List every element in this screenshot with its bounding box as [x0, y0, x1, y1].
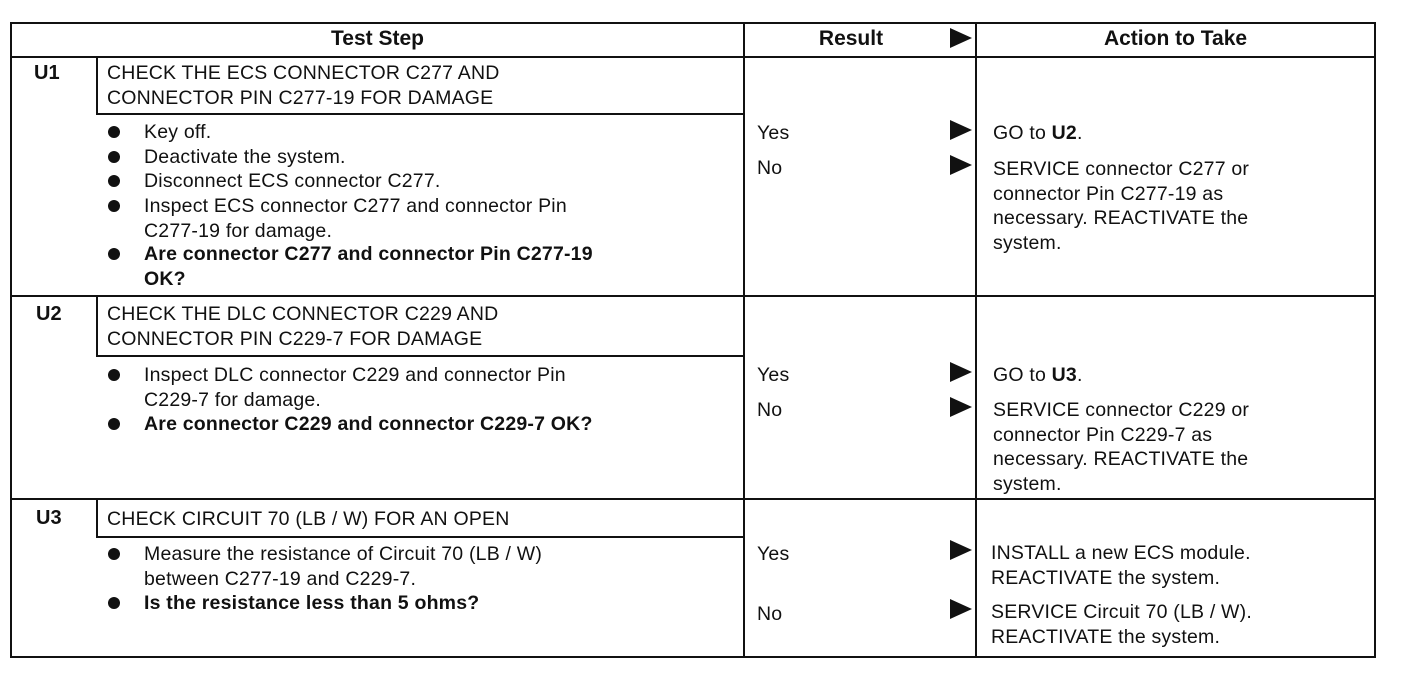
- u2-action-yes-suffix: .: [1076, 364, 1083, 386]
- bullet-icon: [108, 418, 120, 430]
- u1-action-no: SERVICE connector C277 or connector Pin …: [993, 157, 1249, 255]
- u3-action-no-line-2: REACTIVATE the system.: [991, 625, 1221, 648]
- step-id-u2: U2: [36, 303, 62, 325]
- header-test-step: Test Step: [331, 27, 424, 50]
- u2-action-no-line-2: connector Pin C229-7 as: [993, 423, 1213, 446]
- u3-result-yes: Yes: [757, 543, 790, 565]
- table-bottom-border: [10, 656, 1376, 658]
- u3-action-yes-line-1: INSTALL a new ECS module.: [991, 542, 1251, 564]
- u2-action-no-line-1: SERVICE connector C229 or: [993, 399, 1250, 421]
- u1-action-yes: GO to U2.: [993, 121, 1083, 146]
- u2-bullet-1-line-2: C229-7 for damage.: [144, 388, 322, 411]
- u3-title-underline: [96, 536, 744, 538]
- u2-result-yes: Yes: [757, 364, 790, 386]
- u3-action-no-line-1: SERVICE Circuit 70 (LB / W).: [991, 601, 1252, 623]
- u1-title: CHECK THE ECS CONNECTOR C277 AND CONNECT…: [107, 61, 500, 110]
- result-arrow-icon: [950, 362, 972, 382]
- u2-action-no-line-3: necessary. REACTIVATE the: [993, 448, 1249, 470]
- u3-id-divider: [96, 498, 98, 538]
- u1-bullet-1: Key off.: [144, 121, 212, 143]
- action-column-divider: [975, 22, 977, 658]
- u3-question: Is the resistance less than 5 ohms?: [144, 592, 480, 614]
- header-arrow-icon: [950, 28, 972, 48]
- u2-question: Are connector C229 and connector C229-7 …: [144, 413, 593, 435]
- u1-action-no-line-2: connector Pin C277-19 as: [993, 182, 1224, 205]
- u2-title: CHECK THE DLC CONNECTOR C229 AND CONNECT…: [107, 302, 498, 351]
- u3-action-yes: INSTALL a new ECS module. REACTIVATE the…: [991, 541, 1251, 590]
- u1-action-yes-prefix: GO to: [993, 122, 1052, 144]
- u2-action-yes-target: U3: [1051, 364, 1077, 386]
- bullet-icon: [108, 175, 120, 187]
- u1-bullet-4-line-2: C277-19 for damage.: [144, 219, 333, 242]
- u1-bullet-4: Inspect ECS connector C277 and connector…: [144, 194, 567, 243]
- u3-bullet-1-line-2: between C277-19 and C229-7.: [144, 567, 417, 590]
- u2-result-no: No: [757, 399, 783, 421]
- u1-question-line-2: OK?: [144, 267, 186, 290]
- result-arrow-icon: [950, 540, 972, 560]
- table-top-border: [10, 22, 1376, 24]
- u2-bullet-1: Inspect DLC connector C229 and connector…: [144, 363, 566, 412]
- u1-bullet-3: Disconnect ECS connector C277.: [144, 170, 441, 192]
- u2-action-no: SERVICE connector C229 or connector Pin …: [993, 398, 1249, 496]
- u3-title: CHECK CIRCUIT 70 (LB / W) FOR AN OPEN: [107, 508, 510, 530]
- u1-action-yes-target: U2: [1051, 122, 1077, 144]
- row-u2-bottom-border: [10, 498, 1376, 500]
- u1-title-line-1: CHECK THE ECS CONNECTOR C277 AND: [107, 62, 500, 84]
- u1-title-underline: [96, 113, 744, 115]
- result-arrow-icon: [950, 397, 972, 417]
- u1-result-yes: Yes: [757, 122, 790, 144]
- step-id-u1: U1: [34, 62, 60, 84]
- bullet-icon: [108, 369, 120, 381]
- table-right-border: [1374, 22, 1376, 658]
- u2-title-underline: [96, 355, 744, 357]
- bullet-icon: [108, 200, 120, 212]
- u3-bullet-1-line-1: Measure the resistance of Circuit 70 (LB…: [144, 543, 543, 565]
- u2-title-line-1: CHECK THE DLC CONNECTOR C229 AND: [107, 303, 499, 325]
- u1-id-divider: [96, 56, 98, 115]
- u1-action-no-line-3: necessary. REACTIVATE the: [993, 207, 1249, 229]
- u2-bullet-1-line-1: Inspect DLC connector C229 and connector…: [144, 364, 566, 386]
- u1-bullet-2: Deactivate the system.: [144, 146, 346, 168]
- header-result: Result: [818, 27, 884, 50]
- u1-action-no-line-1: SERVICE connector C277 or: [993, 158, 1250, 180]
- u2-action-yes-prefix: GO to: [993, 364, 1052, 386]
- bullet-icon: [108, 126, 120, 138]
- step-id-u3: U3: [36, 507, 62, 529]
- u2-id-divider: [96, 295, 98, 357]
- u1-question: Are connector C277 and connector Pin C27…: [144, 242, 593, 291]
- row-u1-bottom-border: [10, 295, 1376, 297]
- bullet-icon: [108, 597, 120, 609]
- header-bottom-border: [10, 56, 1376, 58]
- u2-action-yes: GO to U3.: [993, 363, 1083, 388]
- u1-title-line-2: CONNECTOR PIN C277-19 FOR DAMAGE: [107, 86, 494, 109]
- table-left-border: [10, 22, 12, 658]
- u2-title-line-2: CONNECTOR PIN C229-7 FOR DAMAGE: [107, 327, 483, 350]
- u3-result-no: No: [757, 603, 783, 625]
- result-arrow-icon: [950, 155, 972, 175]
- u1-result-no: No: [757, 157, 783, 179]
- result-arrow-icon: [950, 599, 972, 619]
- u3-bullet-1: Measure the resistance of Circuit 70 (LB…: [144, 542, 542, 591]
- u1-question-line-1: Are connector C277 and connector Pin C27…: [144, 243, 593, 265]
- u1-action-no-line-4: system.: [993, 231, 1062, 254]
- u3-action-yes-line-2: REACTIVATE the system.: [991, 566, 1221, 589]
- result-arrow-icon: [950, 120, 972, 140]
- result-column-divider: [743, 22, 745, 658]
- u2-action-no-line-4: system.: [993, 472, 1062, 495]
- u3-action-no: SERVICE Circuit 70 (LB / W). REACTIVATE …: [991, 600, 1252, 649]
- u1-bullet-4-line-1: Inspect ECS connector C277 and connector…: [144, 195, 567, 217]
- bullet-icon: [108, 548, 120, 560]
- bullet-icon: [108, 248, 120, 260]
- u1-action-yes-suffix: .: [1076, 122, 1083, 144]
- bullet-icon: [108, 151, 120, 163]
- header-action: Action to Take: [1103, 27, 1248, 50]
